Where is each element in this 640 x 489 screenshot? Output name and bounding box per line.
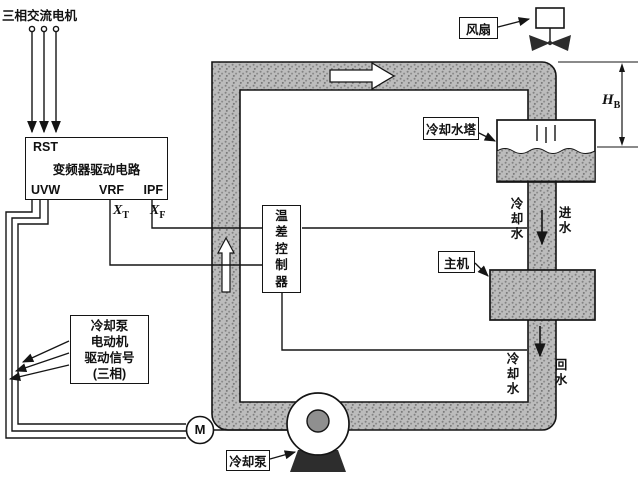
three-phase-input-wires <box>27 25 61 134</box>
vrf-terminal-label: VRF <box>99 183 124 197</box>
hb-dimension-label: HB <box>602 92 621 111</box>
cooling-water-lower-label: 冷却水 <box>506 352 520 396</box>
uvw-motor-wires <box>5 200 186 439</box>
host-label-box: 主机 <box>438 251 475 273</box>
flow-arrow-top-icon <box>329 61 396 91</box>
fan-motor-box <box>535 7 565 29</box>
pump-base <box>290 450 346 472</box>
fan-blade-left-icon <box>529 35 550 51</box>
ipf-terminal-label: IPF <box>143 183 163 197</box>
pump-signal-label-box: 冷却泵 电动机 驱动信号 (三相) <box>70 315 149 384</box>
fan-label-box: 风扇 <box>459 17 498 39</box>
rst-terminals-label: RST <box>33 140 58 154</box>
cooling-pump <box>286 392 350 472</box>
temp-diff-controller-box: 温差控制器 <box>262 205 301 293</box>
inlet-water-label: 进水 <box>558 206 572 235</box>
cooling-tower <box>496 119 596 183</box>
controller-input-wires <box>109 200 262 266</box>
pipe-loop <box>211 61 557 431</box>
hb-dimension <box>558 61 638 148</box>
xf-signal-label: XF <box>150 203 166 221</box>
pump-impeller <box>306 409 330 433</box>
tower-spray-icon <box>536 125 556 143</box>
three-phase-power-label: 三相交流电机 <box>2 9 78 23</box>
sensor-wires <box>281 227 527 351</box>
cooling-water-upper-label: 冷却水 <box>510 197 524 241</box>
callout-arrows <box>8 17 531 460</box>
return-water-label: 回水 <box>554 358 568 387</box>
temp-diff-controller-label: 温差控制器 <box>275 208 288 289</box>
inverter-title: 变频器驱动电路 <box>52 163 141 177</box>
xt-signal-label: XT <box>113 203 130 221</box>
motor-letter: M <box>194 422 206 437</box>
uvw-terminals-label: UVW <box>31 183 61 197</box>
cooling-tower-label-box: 冷却水塔 <box>423 117 479 140</box>
inverter-drive-box: RST 变频器驱动电路 UVW VRF IPF <box>25 137 168 200</box>
pump-label-box: 冷却泵 <box>226 450 270 471</box>
fan-assembly <box>529 7 571 51</box>
fan-blade-right-icon <box>550 35 571 51</box>
host-unit <box>489 269 596 321</box>
